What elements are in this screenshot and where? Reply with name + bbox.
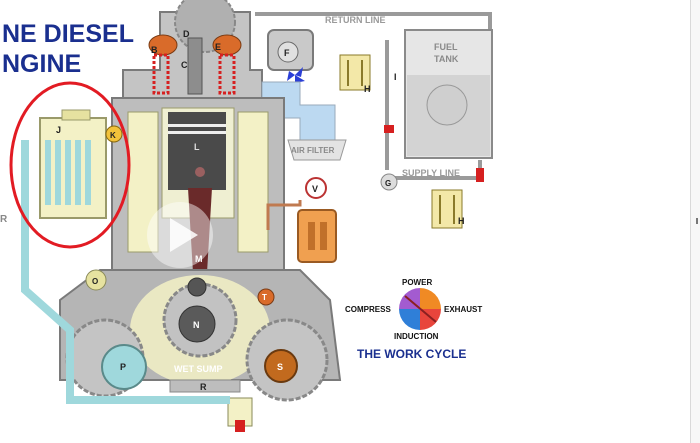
wet-sump-label: WET SUMP <box>174 364 223 374</box>
coolant-gauge <box>105 125 123 143</box>
work-cycle-compress-label: COMPRESS <box>345 305 391 314</box>
radiator-cap <box>61 109 91 121</box>
label-G: G <box>385 179 391 188</box>
label-M: M <box>195 254 203 264</box>
work-cycle-power-label: POWER <box>402 278 432 287</box>
work-cycle-pie <box>399 288 441 330</box>
label-E: E <box>215 42 221 52</box>
scroll-edge <box>690 0 700 443</box>
rocker-arm-left <box>148 34 178 56</box>
connecting-rod <box>188 188 212 290</box>
fuel-gauge <box>426 84 468 126</box>
label-R: R <box>200 382 207 392</box>
play-icon[interactable] <box>170 218 198 252</box>
work-cycle-induction-label: INDUCTION <box>394 332 439 341</box>
label-P: P <box>120 362 126 372</box>
crankshaft-hub <box>178 305 216 343</box>
oil-pump <box>101 344 147 390</box>
coolant-pipe <box>21 140 230 404</box>
water-pump <box>85 269 107 291</box>
turbo-fan-upper <box>287 67 305 83</box>
label-H: H <box>364 84 371 94</box>
label-J: J <box>56 125 61 135</box>
label-L: L <box>194 142 200 152</box>
label-B: B <box>151 45 158 55</box>
fuel-filter-bottom <box>431 189 463 229</box>
label-T: T <box>262 293 267 302</box>
label-F: F <box>284 48 290 58</box>
scroll-edge-marker <box>696 218 698 224</box>
return-line-label: RETURN LINE <box>325 15 386 25</box>
supply-line-valve <box>476 168 484 182</box>
label-K: K <box>110 131 116 140</box>
fuel-filter-top <box>339 54 371 91</box>
label-C: C <box>181 60 188 70</box>
scavenge-pump <box>264 349 298 383</box>
pump-rotor <box>277 41 299 63</box>
label-V: V <box>312 184 318 194</box>
crank-pin <box>187 277 207 297</box>
injector <box>187 37 203 95</box>
work-cycle-power-slice <box>420 288 441 309</box>
fuel-tank-label-line-1: FUEL <box>434 42 458 52</box>
fuel-line-valve <box>384 125 394 133</box>
diagram-title-line-2: NGINE <box>2 50 81 78</box>
label-S: S <box>277 362 283 372</box>
supply-line-label: SUPPLY LINE <box>402 168 460 178</box>
label-N: N <box>193 320 200 330</box>
valve-spring-left <box>152 53 170 95</box>
cylinder-jacket-right <box>237 111 269 253</box>
work-cycle-exhaust-label: EXHAUST <box>444 305 482 314</box>
fuel-tank-label-line-2: TANK <box>434 54 459 64</box>
left-edge-letter: R <box>0 214 8 225</box>
cylinder-jacket-left <box>127 111 159 253</box>
sump-pan <box>169 379 241 393</box>
highlight-circle <box>9 81 131 249</box>
radiator-coils <box>45 140 91 205</box>
label-I: I <box>394 72 397 82</box>
air-filter <box>287 139 347 161</box>
oil-filter <box>297 209 337 263</box>
work-cycle-induction-slice <box>399 309 420 330</box>
work-cycle-title: THE WORK CYCLE <box>357 347 466 361</box>
lift-pump <box>380 173 398 191</box>
thermostat <box>257 288 275 306</box>
valve-spring-right <box>218 53 236 95</box>
diagram-title-line-1: NE DIESEL <box>2 20 134 48</box>
label-O: O <box>92 277 98 286</box>
pressure-gauge <box>305 177 327 199</box>
air-filter-label: AIR FILTER <box>291 146 335 155</box>
fuel-filter-line <box>266 200 302 230</box>
label-D: D <box>183 29 190 39</box>
label-H2: H <box>458 216 465 226</box>
rod-pin-upper <box>195 167 205 177</box>
